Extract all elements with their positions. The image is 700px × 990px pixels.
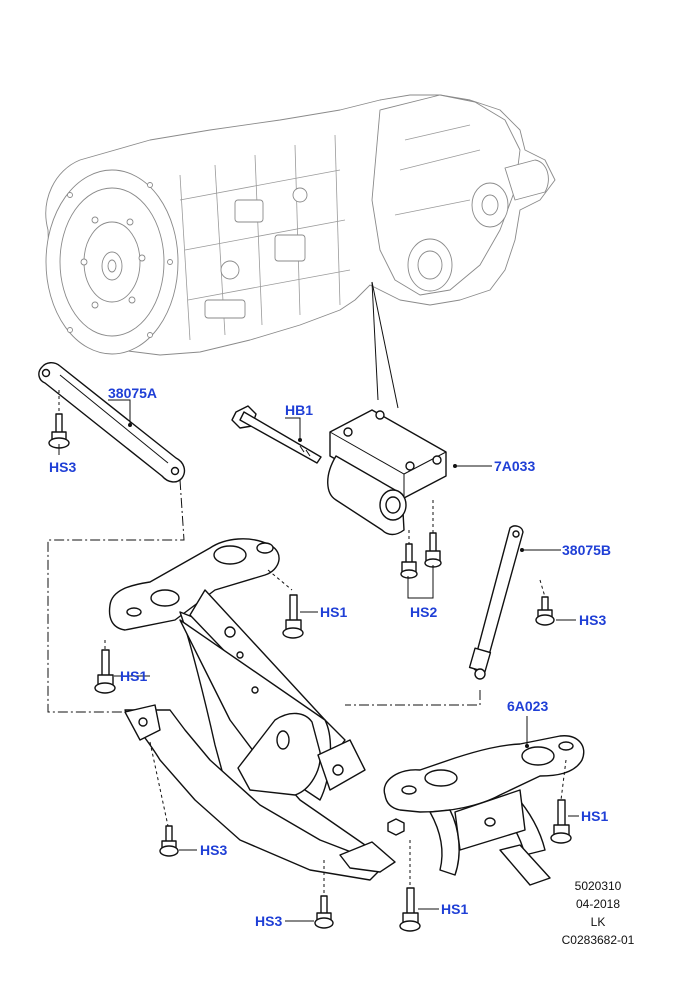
strut-38075A [38, 362, 186, 483]
label-hs2: HS2 [410, 604, 437, 620]
bolt-hs1-right [550, 799, 572, 844]
strut-38075B [468, 525, 524, 680]
label-hs3-top-left: HS3 [49, 459, 76, 475]
label-6A023: 6A023 [507, 698, 548, 714]
stud-hs2-right [424, 532, 442, 568]
label-38075A: 38075A [108, 385, 157, 401]
bolt-hb1 [231, 405, 322, 464]
label-hs3-bottom-left: HS3 [200, 842, 227, 858]
bolt-hs3-right [535, 596, 555, 626]
label-38075B: 38075B [562, 542, 611, 558]
author-initials: LK [591, 915, 606, 929]
bolt-hs1-left [94, 649, 116, 694]
label-hs1-center: HS1 [320, 604, 347, 620]
bolt-hs1-center [282, 594, 304, 639]
bolt-hs1-bottom [399, 887, 421, 932]
label-hs1-left: HS1 [120, 668, 147, 684]
crossmember-6A023 [108, 538, 585, 886]
label-hs3-right: HS3 [579, 612, 606, 628]
leader-lines [58, 399, 579, 922]
bolt-hs3-top-left [48, 413, 70, 449]
callout-labels: 38075A HS3 HB1 7A033 38075B HS1 HS2 HS3 … [49, 385, 611, 929]
bolt-hs3-bottom-left [159, 825, 179, 857]
bolt-hs3-bottom [314, 895, 334, 929]
label-hs3-bottom: HS3 [255, 913, 282, 929]
label-hs1-right: HS1 [581, 808, 608, 824]
reference-number: 5020310 [575, 879, 622, 893]
label-hb1: HB1 [285, 402, 313, 418]
reference-block: 5020310 04-2018 LK C0283682-01 [562, 879, 635, 947]
stud-hs2-left [400, 543, 418, 579]
assembly-lines [47, 281, 567, 896]
illustration-code: C0283682-01 [562, 933, 635, 947]
transmission-mount-7A033 [327, 409, 447, 536]
label-hs1-bottom: HS1 [441, 901, 468, 917]
label-7A033: 7A033 [494, 458, 535, 474]
transmission-illustration [45, 94, 556, 356]
revision-date: 04-2018 [576, 897, 620, 911]
